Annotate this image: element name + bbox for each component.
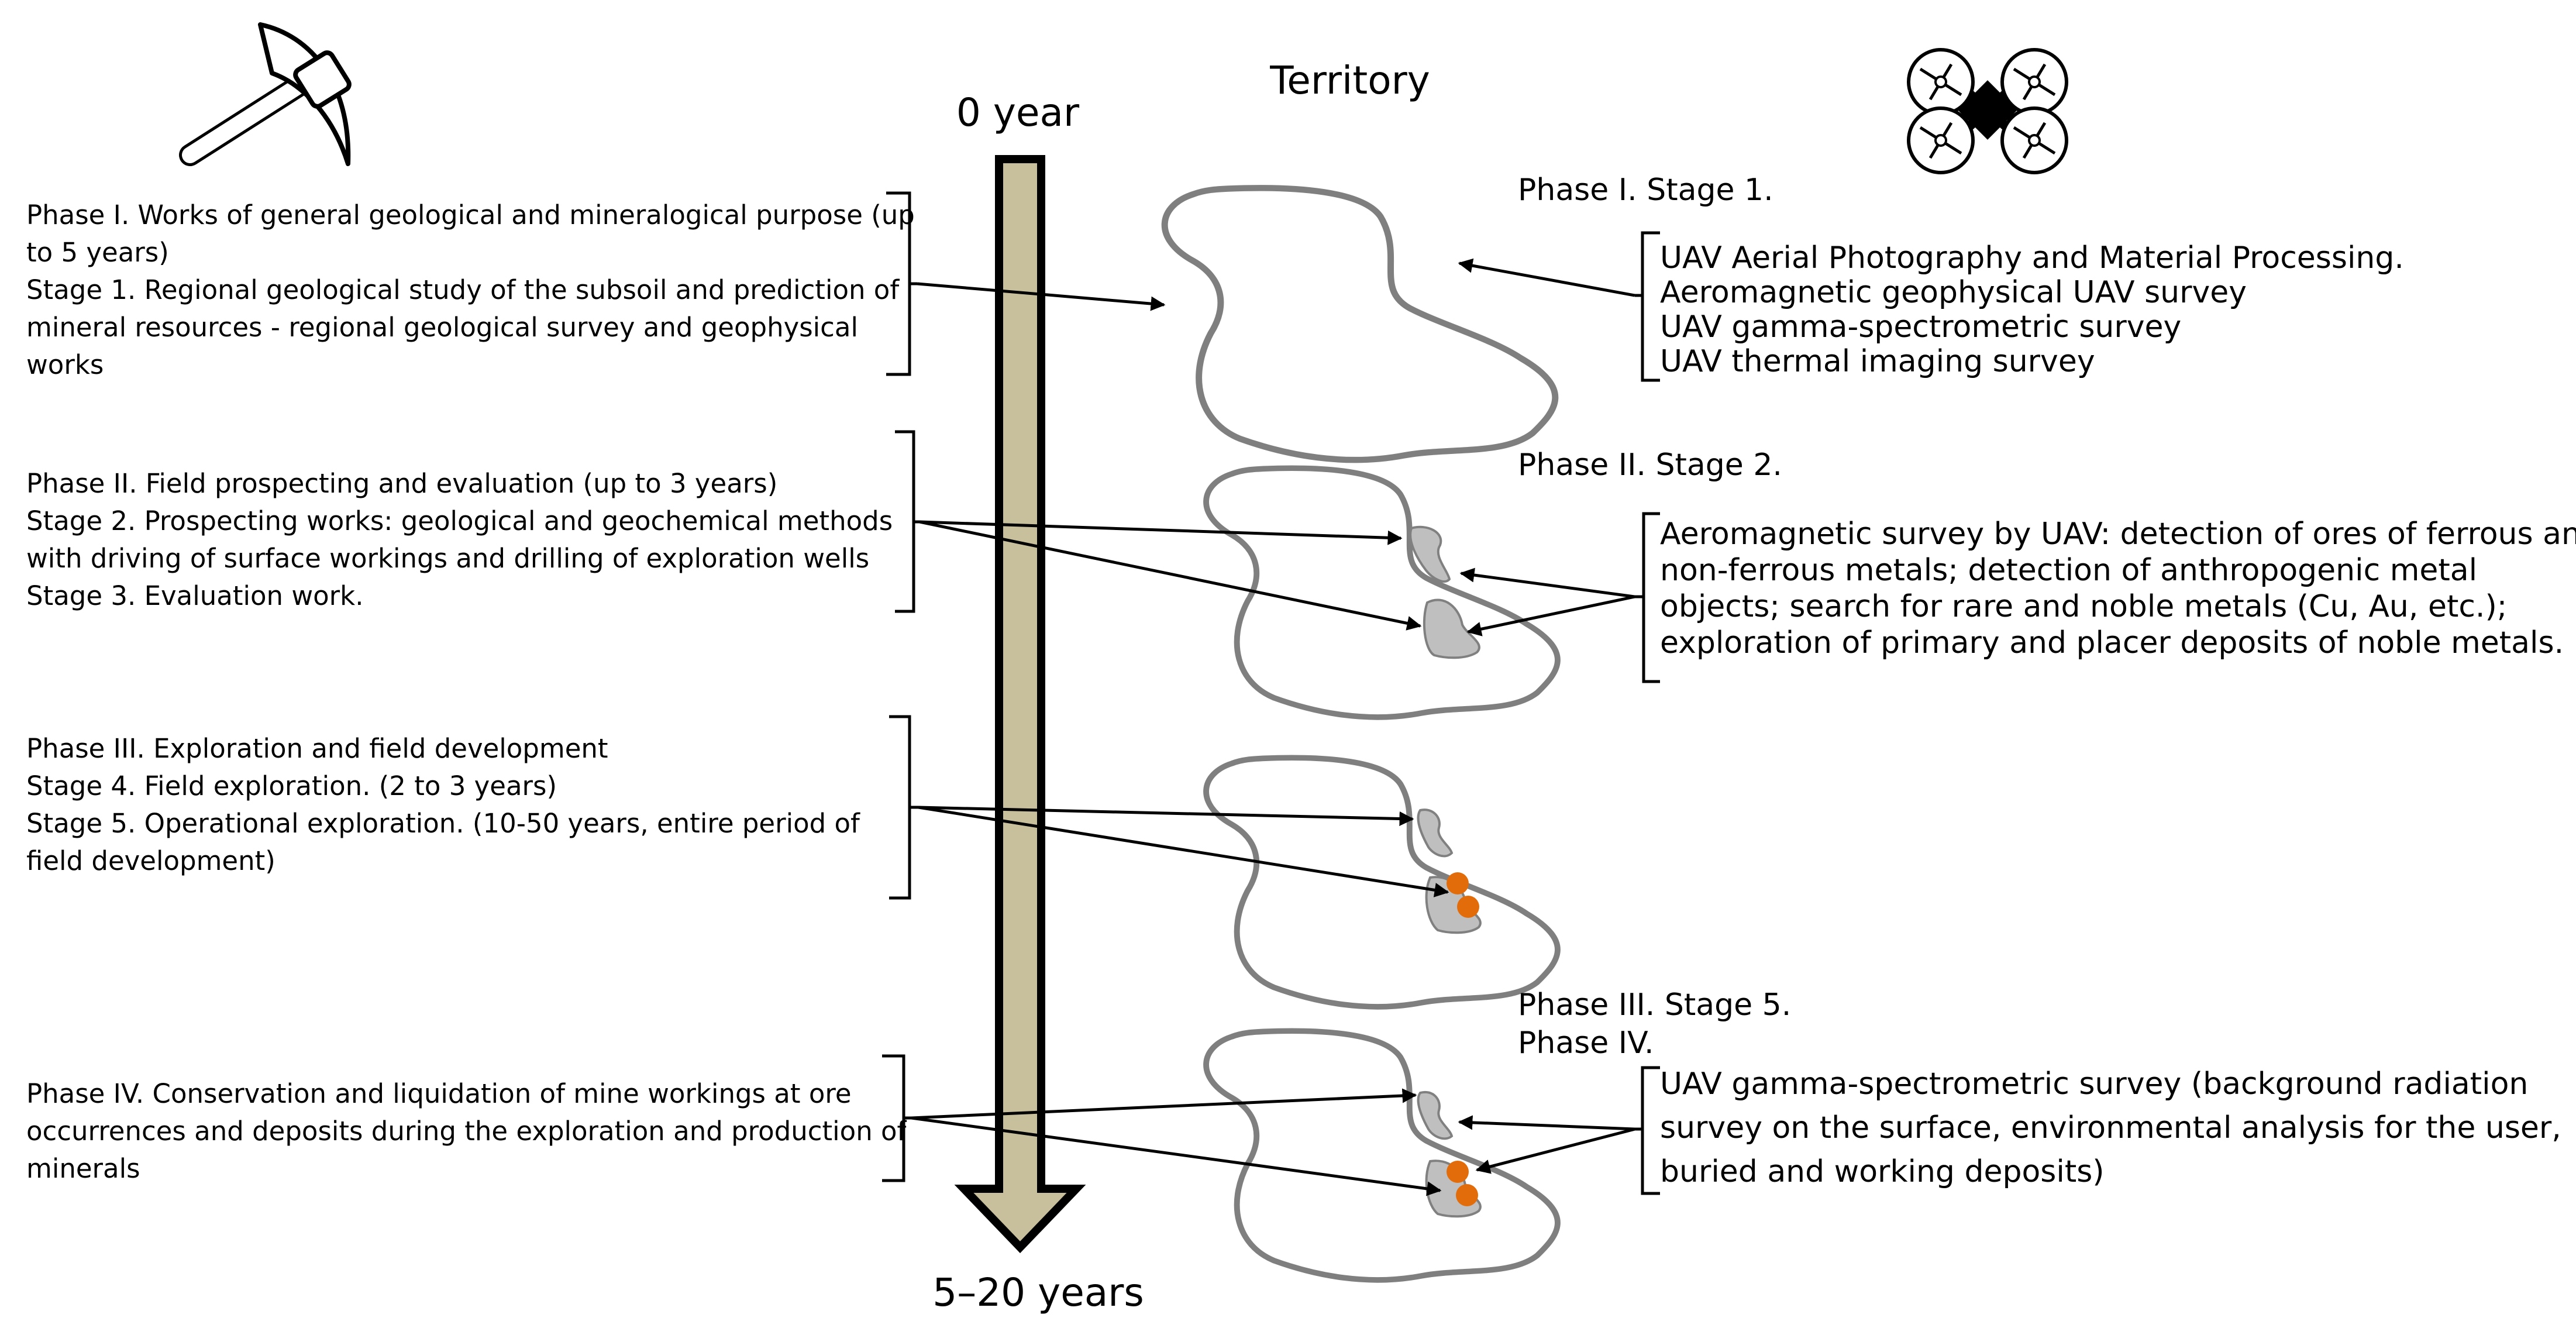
right-block-2-line-3: objects; search for rare and noble metal… [1660,589,2507,624]
right-block-2: Aeromagnetic survey by UAV: detection of… [1660,517,2576,660]
right-bracket-1 [1635,231,1660,382]
arrow-left-3b [918,806,1449,897]
right-block-2-line-1: Aeromagnetic survey by UAV: detection of… [1660,517,2576,552]
left-block-1-line-1: Phase I. Works of general geological and… [26,199,915,230]
territory-map-4 [1206,1031,1558,1280]
arrow-left-1 [917,282,1166,311]
timeline-end-label: 5–20 years [932,1270,1144,1315]
left-block-1-line-2: to 5 years) [26,237,169,268]
left-block-3-line-1: Phase III. Exploration and field develop… [26,733,608,764]
left-bracket-1 [886,191,917,376]
arrow-right-1 [1458,258,1635,297]
left-block-2-line-1: Phase II. Field prospecting and evaluati… [26,468,777,499]
left-block-4-line-3: minerals [26,1153,140,1184]
arrow-left-3a [918,806,1414,826]
deposit-dot-1-3 [1447,872,1469,894]
left-bracket-4 [882,1054,911,1182]
arrow-right-3a [1458,1115,1635,1131]
right-block-3-line-1: UAV gamma-spectrometric survey (backgrou… [1660,1066,2528,1102]
left-block-2-line-3: with driving of surface workings and dri… [26,543,869,574]
stage-label-4: Phase IV. [1518,1026,1654,1061]
right-bracket-2 [1635,512,1660,683]
left-block-4: Phase IV. Conservation and liquidation o… [26,1078,907,1184]
ore-body-upper-4 [1417,1090,1454,1140]
right-block-1-line-2: Aeromagnetic geophysical UAV survey [1660,275,2247,310]
arrow-left-4a [911,1088,1417,1120]
ore-body-lower-2 [1423,598,1480,659]
arrow-right-3b [1475,1127,1635,1174]
right-block-1-line-4: UAV thermal imaging survey [1660,344,2095,379]
left-block-1-line-4: mineral resources - regional geological … [26,312,858,343]
left-block-1: Phase I. Works of general geological and… [26,199,915,380]
deposit-dot-2-3 [1457,896,1479,918]
left-block-2-line-4: Stage 3. Evaluation work. [26,580,364,611]
right-block-1-line-3: UAV gamma-spectrometric survey [1660,309,2181,345]
arrow-right-2b [1466,595,1635,636]
drone-icon [1907,48,2068,174]
right-block-2-line-4: exploration of primary and placer deposi… [1660,625,2564,660]
left-block-3-line-3: Stage 5. Operational exploration. (10-50… [26,808,860,839]
territory-map-1 [1165,188,1555,460]
left-block-3-line-4: field development) [26,845,275,876]
arrow-left-2b [919,520,1422,631]
left-block-1-line-3: Stage 1. Regional geological study of th… [26,274,900,305]
left-block-3-line-2: Stage 4. Field exploration. (2 to 3 year… [26,770,557,801]
left-block-2-line-2: Stage 2. Prospecting works: geological a… [26,505,893,536]
stage-label-3: Phase III. Stage 5. [1518,988,1791,1023]
left-block-1-line-5: works [26,349,104,380]
right-block-3-line-2: survey on the surface, environmental ana… [1660,1110,2561,1145]
right-block-1-line-1: UAV Aerial Photography and Material Proc… [1660,240,2404,276]
territory-heading: Territory [1269,58,1430,103]
left-bracket-2 [895,430,919,613]
right-block-3-line-3: buried and working deposits) [1660,1154,2105,1189]
right-bracket-3 [1635,1066,1660,1195]
left-block-4-line-2: occurrences and deposits during the expl… [26,1116,907,1147]
ore-body-upper-2 [1409,525,1451,583]
ore-body-upper-3 [1417,808,1454,858]
arrow-right-2a [1459,567,1635,598]
deposit-dot-2-4 [1456,1184,1478,1206]
right-block-3: UAV gamma-spectrometric survey (backgrou… [1660,1066,2561,1189]
left-block-4-line-1: Phase IV. Conservation and liquidation o… [26,1078,852,1109]
arrow-left-2a [919,520,1403,545]
timeline-arrow [954,155,1086,1254]
right-block-2-line-2: non-ferrous metals; detection of anthrop… [1660,553,2477,588]
right-block-1: UAV Aerial Photography and Material Proc… [1660,240,2404,379]
left-block-2: Phase II. Field prospecting and evaluati… [26,468,893,611]
left-block-3: Phase III. Exploration and field develop… [26,733,860,876]
arrow-left-4b [911,1116,1442,1196]
timeline-start-label: 0 year [956,90,1080,135]
pickaxe-icon [179,22,352,166]
left-bracket-3 [889,715,918,900]
stage-label-2: Phase II. Stage 2. [1518,448,1782,483]
deposit-dot-1-4 [1447,1161,1469,1183]
stage-label-1: Phase I. Stage 1. [1518,173,1773,208]
